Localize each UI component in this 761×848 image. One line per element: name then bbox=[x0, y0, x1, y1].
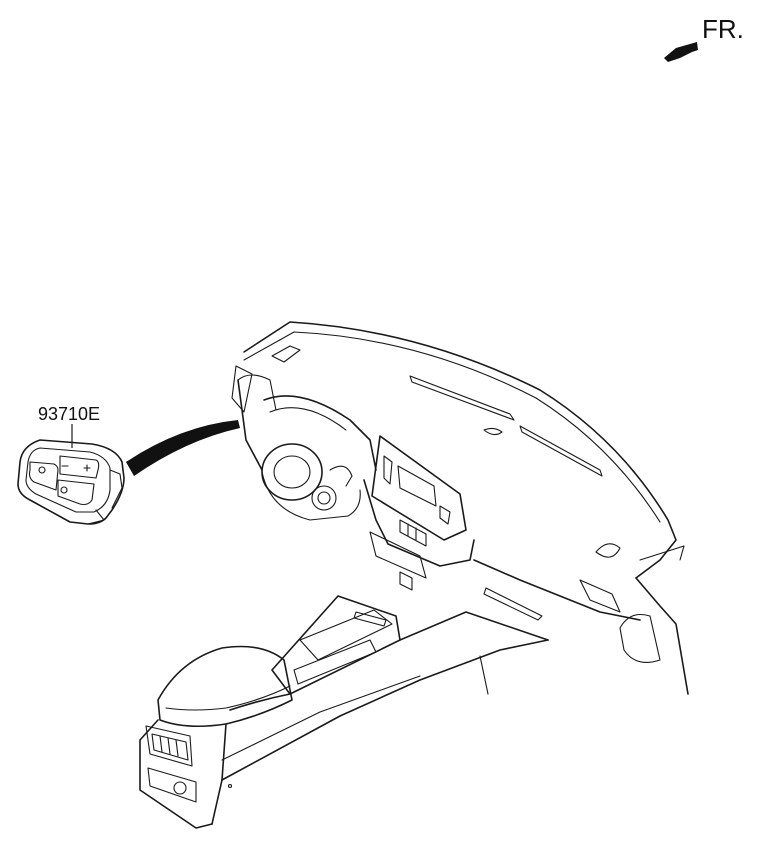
switch-assembly bbox=[17, 439, 125, 525]
front-arrow-icon bbox=[664, 42, 698, 62]
front-direction-label: FR. bbox=[702, 14, 744, 44]
location-pointer bbox=[126, 420, 240, 476]
dashboard-outline bbox=[139, 321, 689, 829]
part-number-label: 93710E bbox=[38, 404, 101, 424]
